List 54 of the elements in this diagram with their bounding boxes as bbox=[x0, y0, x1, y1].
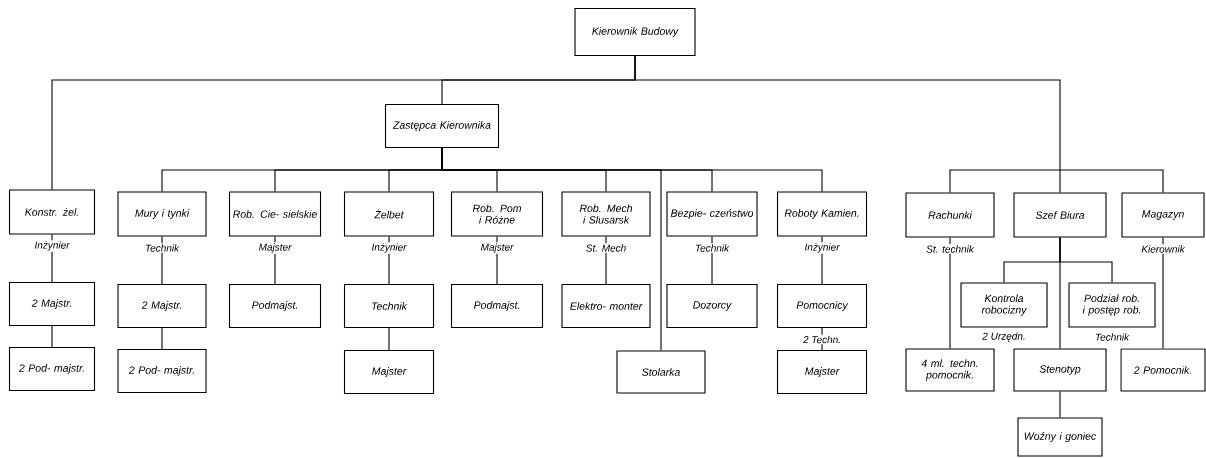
position-box: Kierownik Budowy bbox=[574, 7, 696, 57]
position-box: Technik bbox=[343, 283, 435, 329]
position-label: Technik bbox=[1095, 333, 1130, 341]
edge-label: Inżynier bbox=[33, 240, 71, 252]
position-box: Roboty Kamien. bbox=[776, 191, 868, 237]
position-box: Stenotyp bbox=[1013, 348, 1107, 392]
connector-line bbox=[949, 237, 951, 349]
position-box: Konstr. żel. bbox=[8, 189, 96, 235]
position-box: Żelbet bbox=[343, 191, 435, 237]
position-box: 2 Pomocnik. bbox=[1120, 348, 1206, 392]
edge-label: Kierownik bbox=[1140, 244, 1186, 254]
position-box: Woźny i goniec bbox=[1017, 417, 1103, 457]
connector-line bbox=[441, 147, 823, 192]
position-box: Bezpie- czeństwo bbox=[666, 191, 758, 237]
position-label: 2 Urzędn. bbox=[982, 332, 1025, 342]
position-box: Zastępca Kierownika bbox=[384, 103, 500, 149]
position-box: 2 Majstr. bbox=[117, 283, 207, 329]
position-box: Pomocnicy bbox=[776, 283, 868, 329]
position-box: Rachunki bbox=[905, 192, 995, 238]
position-box: Dozorcy bbox=[666, 283, 758, 329]
connector-line bbox=[1059, 237, 1061, 349]
position-box: Mury i tynki bbox=[117, 191, 207, 237]
edge-label: Technik bbox=[693, 243, 731, 253]
edge-label: Majster bbox=[479, 242, 515, 254]
position-box: Podmajst. bbox=[228, 283, 322, 329]
position-box: Szef Biura bbox=[1013, 192, 1107, 238]
connector-line bbox=[388, 327, 390, 351]
position-box: 2 Pod- majstr. bbox=[117, 348, 207, 394]
position-box: 4 ml. techn. pomocnik. bbox=[905, 348, 995, 392]
edge-label: St. Mech bbox=[584, 243, 628, 253]
connector-line bbox=[161, 327, 163, 350]
position-box: Podział rob. i postęp rob. bbox=[1068, 282, 1156, 328]
position-box: Rob. Pom i Różne bbox=[450, 191, 544, 237]
position-box: Stolarka bbox=[616, 350, 706, 394]
position-box: 2 Majstr. bbox=[8, 281, 96, 327]
position-box: Majster bbox=[776, 349, 868, 395]
edge-label: Majster bbox=[257, 242, 293, 254]
edge-label: Technik bbox=[143, 243, 181, 253]
edge-label: Inżynier bbox=[370, 242, 408, 254]
position-box: Podmajst. bbox=[450, 283, 544, 329]
connector-line bbox=[1162, 237, 1164, 349]
connector-line bbox=[1059, 391, 1061, 418]
position-box: Kontrola robocizny bbox=[960, 282, 1048, 328]
edge-label: St. technik bbox=[925, 244, 975, 254]
position-box: 2 Pod- majstr. bbox=[8, 346, 96, 392]
position-box: Majster bbox=[343, 349, 435, 395]
position-box: Rob. Cie- sielskie bbox=[228, 191, 322, 237]
edge-label: Inżynier bbox=[803, 242, 841, 254]
edge-label: 2 Techn. bbox=[802, 334, 842, 345]
position-box: Magazyn bbox=[1121, 192, 1205, 238]
position-box: Rob. Mech i Slusarsk bbox=[561, 191, 651, 237]
connector-line bbox=[51, 325, 53, 348]
position-box: Elektro- monter bbox=[561, 283, 651, 329]
connector-line bbox=[634, 55, 1164, 193]
